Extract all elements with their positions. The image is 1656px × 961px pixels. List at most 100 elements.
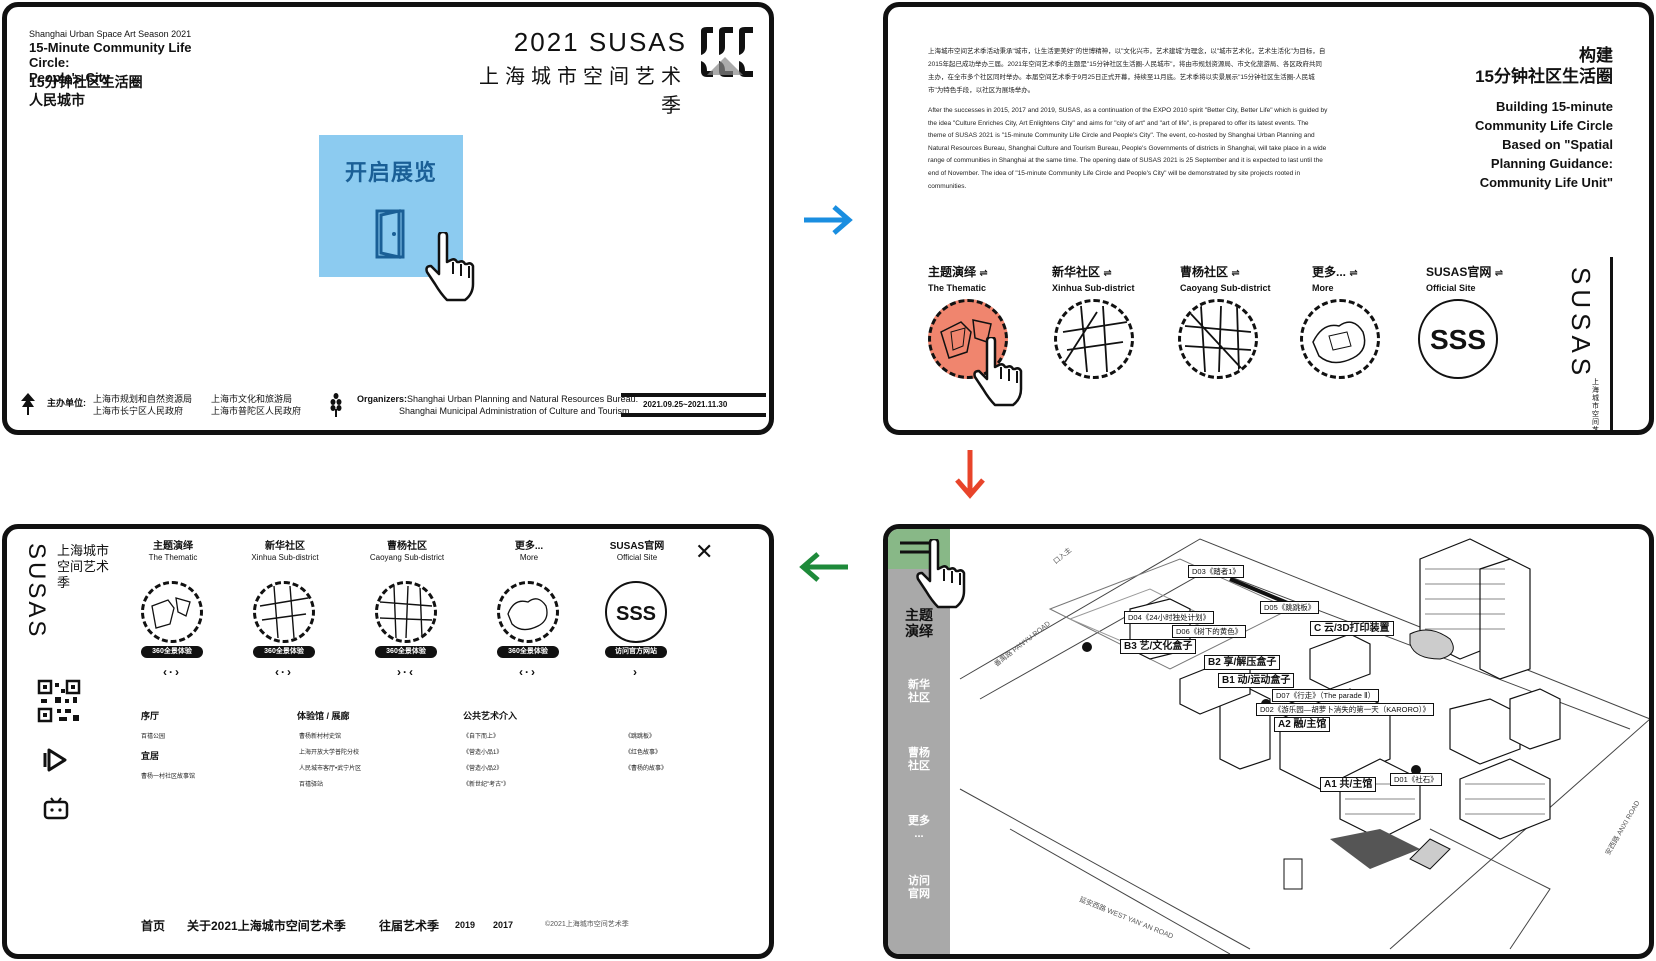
map-tag-b3[interactable]: B3 艺/文化盒子 [1120, 639, 1197, 654]
menu-more[interactable]: 更多... More [514, 541, 544, 562]
hamburger-icon [900, 541, 934, 554]
menu-xinhua[interactable]: 新华社区 Xinhua Sub-district [251, 541, 319, 562]
map-tag-d04[interactable]: D04《24小时独处计划》 [1124, 611, 1215, 624]
official-site-circle[interactable]: SSS [605, 581, 667, 643]
list-item[interactable]: 上海开放大学普陀分校 [299, 750, 360, 756]
list-item[interactable]: 《跳跳板》 [625, 734, 656, 740]
video-channel-icon[interactable] [43, 747, 69, 773]
map-tag-b2[interactable]: B2 享/解压盒子 [1204, 655, 1281, 670]
footer-past-link[interactable]: 往届艺术季 [379, 919, 440, 933]
qr-code-icon[interactable] [37, 679, 81, 723]
menu-toggle[interactable] [888, 529, 950, 569]
nav-more[interactable]: 更多 ... [908, 815, 930, 840]
footer-2017-link[interactable]: 2017 [493, 920, 514, 930]
susas-logo-icon [701, 27, 753, 77]
xinhua-map-circle[interactable] [253, 581, 315, 643]
list-item[interactable]: 《曹杨的故事》 [625, 766, 668, 772]
vertical-rule [1610, 257, 1613, 430]
susas-wordmark: 2021 SUSAS 上海城市空间艺术季 [479, 27, 687, 117]
official-site-circle[interactable]: SSS [1418, 299, 1498, 379]
footer-about-link[interactable]: 关于2021上海城市空间艺术季 [187, 919, 346, 933]
city-map-icon [1312, 321, 1366, 364]
door-icon [375, 209, 405, 259]
expand-toggle-xinhua[interactable]: ‹·› [275, 665, 293, 679]
panorama-button-xinhua[interactable]: 360全景体验 [253, 646, 315, 658]
street-map-icon [1062, 305, 1128, 373]
nav-xinhua[interactable]: 新华 社区 [908, 679, 930, 704]
expand-toggle-more[interactable]: ‹·› [519, 665, 537, 679]
map-tag-b1[interactable]: B1 动/运动盒子 [1218, 673, 1295, 688]
list-item[interactable]: 百禧公园 [141, 734, 166, 740]
menu-thematic[interactable]: 主题演绎 The Thematic [148, 541, 198, 562]
logo-cn: 上海城市空间艺术季 [57, 543, 110, 590]
map-tag-d01[interactable]: D01《社石》 [1390, 773, 1442, 786]
list-item[interactable]: 百禧驿站 [299, 782, 324, 788]
xinhua-map-circle[interactable] [1054, 299, 1134, 379]
thematic-map-circle[interactable] [141, 581, 203, 643]
street-map-icon [379, 585, 433, 639]
arrow-right-icon [804, 205, 853, 235]
caoyang-map-circle[interactable] [1178, 299, 1258, 379]
intro-heading-cn: 构建 15分钟社区生活圈 [1475, 46, 1613, 86]
map-tag-a1[interactable]: A1 共/主馆 [1320, 777, 1377, 792]
more-map-circle[interactable] [497, 581, 559, 643]
close-icon[interactable]: ✕ [695, 539, 714, 564]
caoyang-map-circle[interactable] [375, 581, 437, 643]
list-item[interactable]: 曹杨新村村史馆 [299, 734, 342, 740]
menu-caoyang[interactable]: 曹杨社区 ⇌ Caoyang Sub-district [1180, 265, 1271, 293]
menu-caoyang[interactable]: 曹杨社区 Caoyang Sub-district [369, 541, 445, 562]
title-cn: 15分钟社区生活圈 人民城市 [29, 74, 143, 108]
nav-thematic[interactable]: 主题 演绎 [905, 607, 933, 639]
menu-more[interactable]: 更多... ⇌ More [1312, 265, 1358, 293]
map-tag-c[interactable]: C 云/3D打印装置 [1310, 621, 1394, 636]
map-tag-a2[interactable]: A2 融/主馆 [1274, 717, 1331, 732]
svg-text:SUSAS: SUSAS [23, 543, 50, 639]
panorama-button-thematic[interactable]: 360全景体验 [141, 646, 203, 658]
list-item[interactable]: 《自下而上》 [463, 734, 500, 740]
list-item[interactable]: 人民城市客厅•武宁片区 [299, 766, 362, 772]
chevron-right-icon[interactable]: › [633, 665, 639, 679]
arrow-down-icon [955, 450, 985, 499]
expand-toggle-thematic[interactable]: ‹·› [163, 665, 181, 679]
season-label: Shanghai Urban Space Art Season 2021 [29, 29, 192, 39]
map-tag-d07[interactable]: D07《行走》（The parade Ⅱ） [1272, 689, 1380, 702]
title-en: 15-Minute Community Life Circle: People'… [29, 40, 192, 85]
menu-xinhua[interactable]: 新华社区 ⇌ Xinhua Sub-district [1052, 265, 1135, 293]
menu-official-site[interactable]: SUSAS官网 ⇌ Official Site [1426, 265, 1504, 293]
list-item[interactable]: 《红色故事》 [625, 750, 662, 756]
landing-screen: Shanghai Urban Space Art Season 2021 15-… [2, 2, 774, 435]
susas-logo-icon: SSS [1430, 324, 1486, 355]
footer-home-link[interactable]: 首页 [141, 919, 166, 933]
collapse-toggle-caoyang[interactable]: ›·‹ [397, 665, 415, 679]
section-title: 公共艺术介入 [463, 711, 518, 721]
footer-2019-link[interactable]: 2019 [455, 920, 476, 930]
menu-thematic[interactable]: 主题演绎 ⇌ The Thematic [928, 265, 988, 293]
intro-text-cn: 上海城市空间艺术季活动秉承"城市，让生活更美好"的世博精神，以"文化兴市，艺术建… [928, 48, 1326, 94]
bilibili-tv-icon[interactable] [43, 797, 69, 821]
map-tag-d03[interactable]: D03《踏者1》 [1188, 565, 1244, 578]
menu-official-site[interactable]: SUSAS官网 Official Site [609, 541, 665, 562]
site-plan-icon [151, 597, 191, 629]
visit-site-button[interactable]: 访问官方网站 [605, 646, 667, 658]
panorama-button-caoyang[interactable]: 360全景体验 [375, 646, 437, 658]
footer-organizers: 主办单位: 上海市规划和自然资源局 上海市长宁区人民政府 上海市文化和旅游局 上… [21, 393, 766, 429]
section-title: 体验馆 / 展廊 [297, 711, 350, 721]
list-item[interactable]: 《营造小品2》 [463, 766, 503, 772]
svg-text:SUSAS: SUSAS [1566, 267, 1594, 380]
nav-caoyang[interactable]: 曹杨 社区 [908, 747, 930, 772]
map-tag-d02[interactable]: D02《游乐园—胡萝卜消失的第一天（KARORO）》 [1256, 703, 1435, 716]
vertical-cn-label: 上海城市空间艺术季 [1592, 379, 1599, 434]
map-tag-d05[interactable]: D05《跳跳板》 [1260, 601, 1320, 614]
list-item[interactable]: 《营造小品1》 [463, 750, 503, 756]
date-rule-top [621, 393, 766, 397]
more-map-circle[interactable] [1300, 299, 1380, 379]
city-map-icon [507, 598, 548, 631]
map-tag-d06[interactable]: D06《树下的黄色》 [1172, 625, 1247, 638]
section-title: 序厅 [141, 711, 160, 721]
svg-text:SSS: SSS [1430, 324, 1486, 355]
nav-official-site[interactable]: 访问 官网 [908, 875, 930, 900]
list-item[interactable]: 曹杨一村社区故事馆 [141, 774, 196, 780]
panorama-button-more[interactable]: 360全景体验 [497, 646, 559, 658]
isometric-site-map[interactable] [950, 529, 1654, 954]
list-item[interactable]: 《新世纪"考古"》 [463, 782, 510, 788]
